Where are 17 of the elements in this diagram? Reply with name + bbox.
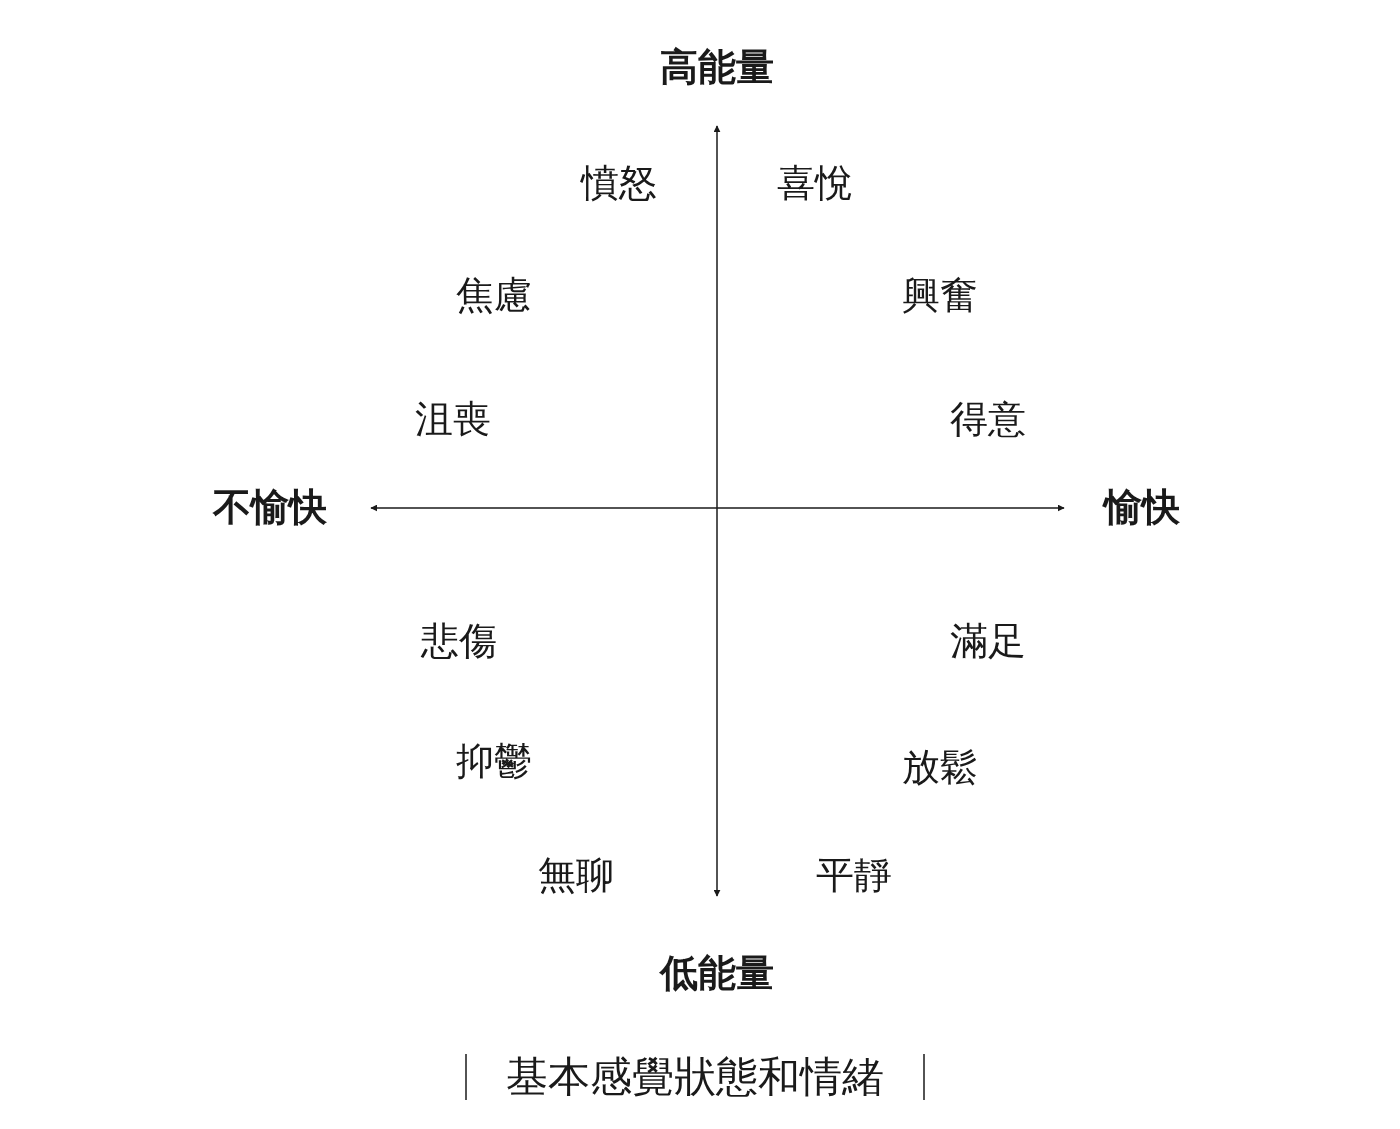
axis-label: 高能量 xyxy=(660,47,774,89)
emotion-label: 焦慮 xyxy=(456,275,532,317)
emotion-label: 抑鬱 xyxy=(456,741,532,783)
emotion-label: 放鬆 xyxy=(902,747,978,789)
emotion-label: 平靜 xyxy=(816,855,892,897)
axis-label: 低能量 xyxy=(660,953,774,995)
axis-label: 不愉快 xyxy=(213,487,327,529)
emotion-label: 悲傷 xyxy=(421,621,497,663)
caption: 基本感覺狀態和情緒 xyxy=(506,1053,884,1101)
emotion-label: 沮喪 xyxy=(415,399,491,441)
emotion-label: 興奮 xyxy=(902,275,978,317)
emotion-label: 憤怒 xyxy=(581,163,657,205)
emotion-label: 無聊 xyxy=(538,855,614,897)
emotion-label: 喜悅 xyxy=(777,163,853,205)
emotion-label: 得意 xyxy=(950,399,1026,441)
emotion-label: 滿足 xyxy=(950,621,1026,663)
axis-label: 愉快 xyxy=(1104,487,1180,529)
